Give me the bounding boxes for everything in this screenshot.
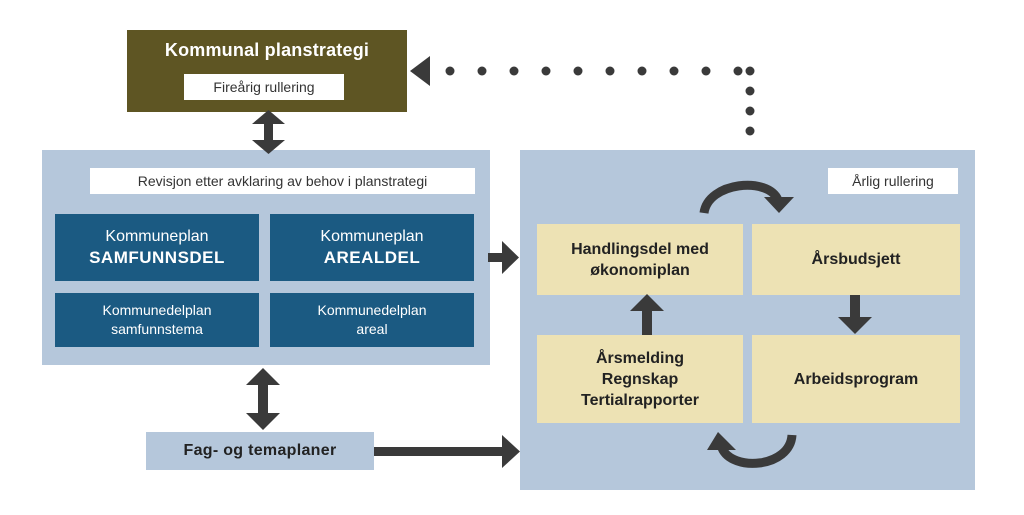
arsmelding-line1: Årsmelding [595, 349, 684, 367]
double-arrow-icon [252, 110, 285, 154]
plan-arealdel-line2: AREALDEL [323, 247, 421, 267]
arsbudsjett-line1: Årsbudsjett [811, 251, 901, 268]
handlingsdel-box: Handlingsdel med økonomiplan [537, 224, 743, 295]
plan-samfunnstema-line2: samfunnstema [111, 321, 203, 337]
planstrategi-title: Kommunal planstrategi [164, 40, 370, 60]
plan-areal-line1: Kommunedelplan [317, 302, 427, 318]
plan-arealdel: Kommuneplan AREALDEL [270, 214, 474, 281]
planstrategi-box: Kommunal planstrategi Fireårig rullering [127, 30, 407, 112]
arbeidsprogram-line1: Arbeidsprogram [793, 370, 919, 388]
handlingsdel-line1: Handlingsdel med [571, 240, 709, 258]
curved-arrow-icon [707, 432, 797, 468]
plan-areal: Kommunedelplan areal [270, 293, 474, 347]
handlingsdel-line2: økonomiplan [590, 261, 690, 279]
arsmelding-line2: Regnskap [601, 370, 679, 388]
plan-samfunnstema: Kommunedelplan samfunnstema [55, 293, 259, 347]
fag-temaplaner-box: Fag- og temaplaner [146, 432, 374, 470]
plan-samfunnsdel-line1: Kommuneplan [105, 227, 209, 245]
revision-label: Revisjon etter avklaring av behov i plan… [90, 168, 475, 194]
dotted-arrow-icon [410, 56, 755, 136]
plan-samfunnsdel: Kommuneplan SAMFUNNSDEL [55, 214, 259, 281]
arsbudsjett-box: Årsbudsjett [752, 224, 960, 295]
arbeidsprogram-box: Arbeidsprogram [752, 335, 960, 423]
right-arrow-icon [374, 435, 520, 468]
arsmelding-line3: Tertialrapporter [581, 391, 699, 409]
right-arrow-icon [488, 241, 519, 274]
plan-areal-line2: areal [356, 321, 388, 337]
curved-arrow-icon [699, 180, 794, 215]
plan-arealdel-line1: Kommuneplan [320, 227, 424, 245]
down-arrow-icon [838, 295, 872, 334]
arsmelding-box: Årsmelding Regnskap Tertialrapporter [537, 335, 743, 423]
plan-samfunnstema-line1: Kommunedelplan [102, 302, 212, 318]
double-arrow-icon [246, 368, 280, 430]
annual-label: Årlig rullering [828, 168, 958, 194]
annual-cycle-panel [520, 150, 975, 490]
up-arrow-icon [630, 294, 664, 335]
plan-samfunnsdel-line2: SAMFUNNSDEL [89, 247, 225, 267]
planstrategi-subtitle: Fireårig rullering [184, 74, 344, 100]
